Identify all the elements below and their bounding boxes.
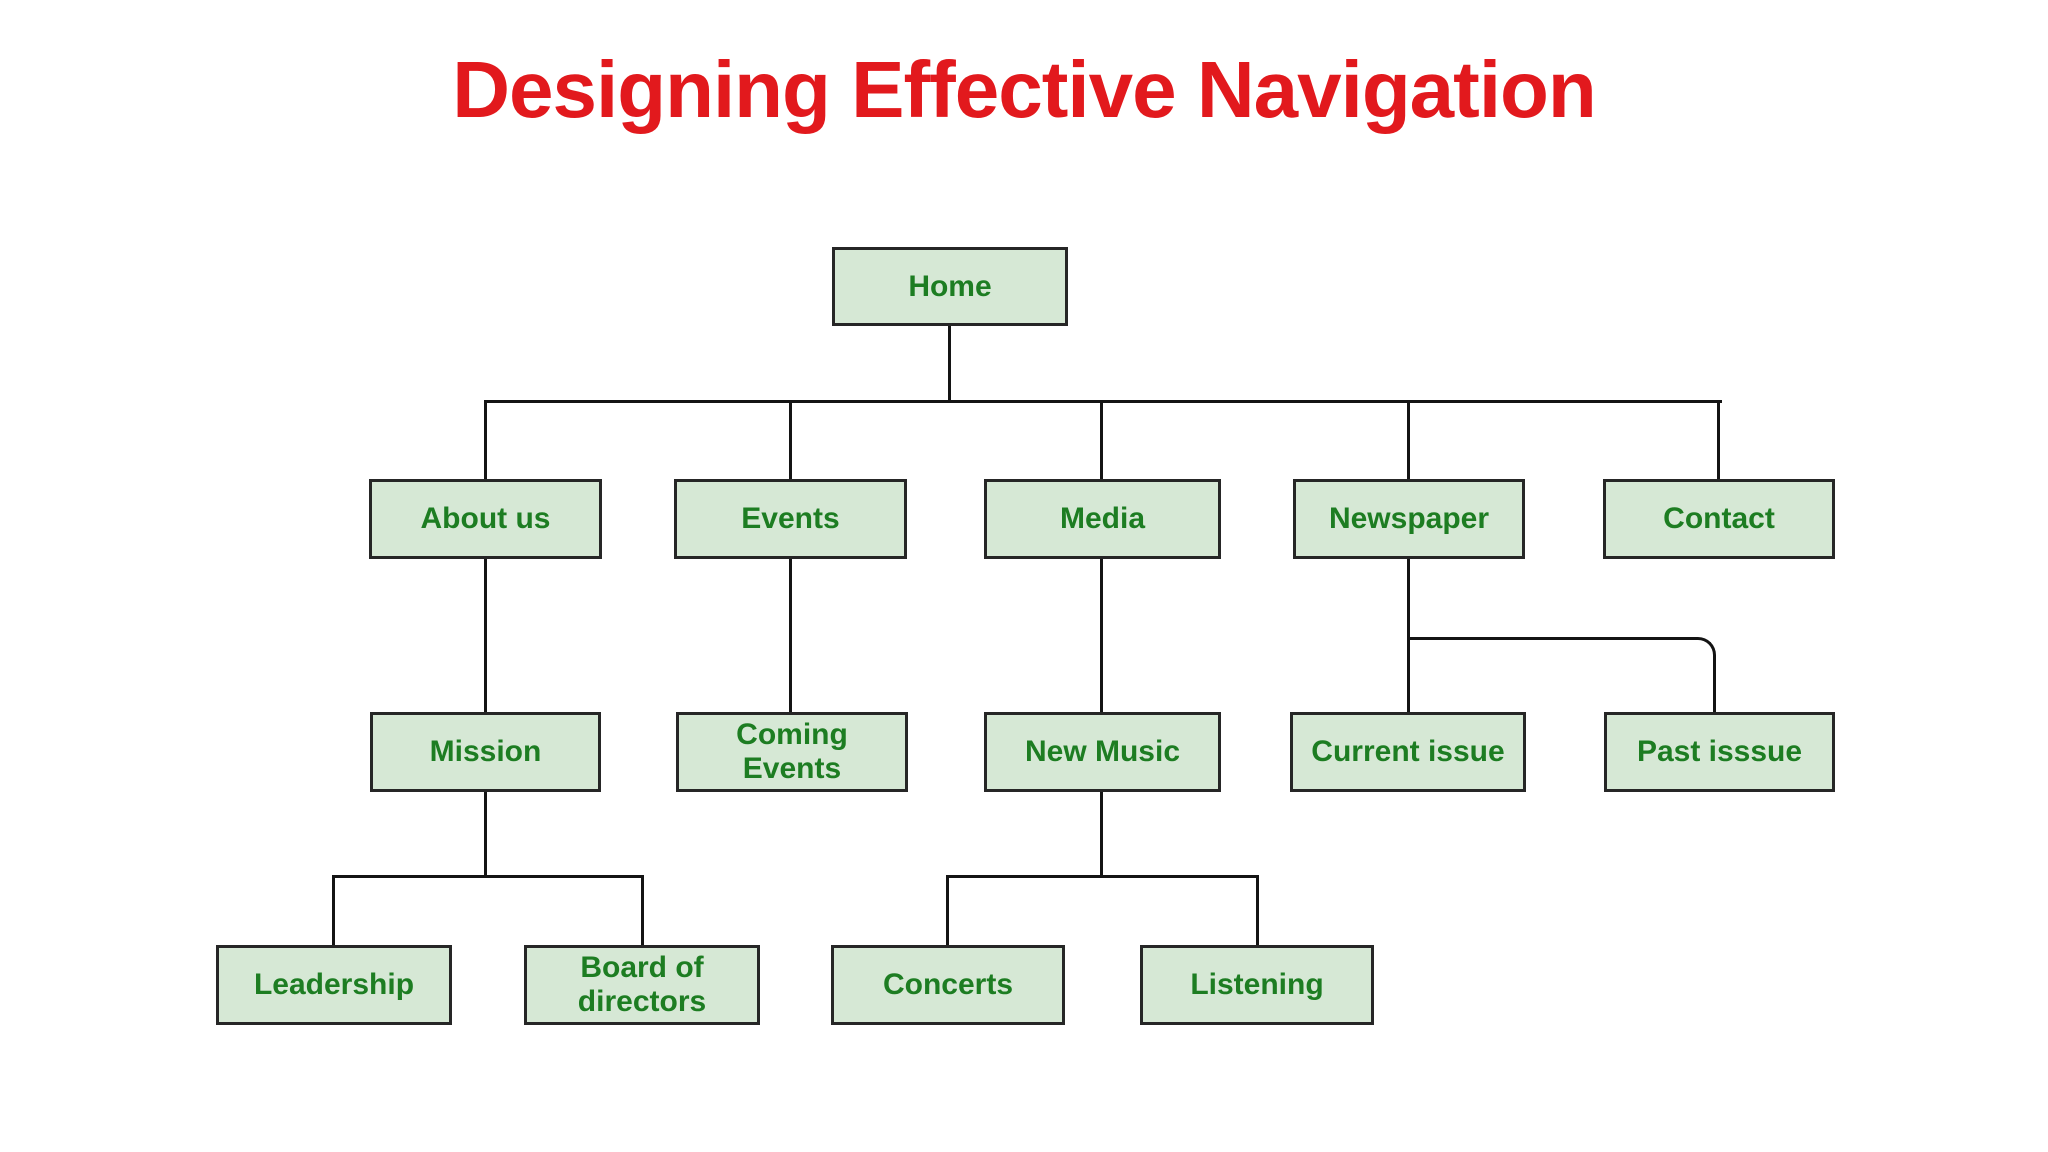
node-board-of-directors-label: Board of directors: [577, 951, 707, 1018]
connector-events-coming: [789, 557, 792, 714]
node-board-of-directors: Board of directors: [524, 945, 760, 1025]
node-concerts-label: Concerts: [882, 968, 1014, 1002]
connector-drop-newspaper: [1407, 400, 1410, 481]
connector-newspaper-current: [1407, 557, 1410, 714]
connector-about-mission: [484, 557, 487, 714]
node-concerts: Concerts: [831, 945, 1065, 1025]
node-listening: Listening: [1140, 945, 1374, 1025]
connector-media-newmusic: [1100, 557, 1103, 714]
connector-newmusic-subrail: [1100, 790, 1103, 878]
connector-subrail-newmusic: [946, 875, 1259, 878]
connector-home-drop: [948, 326, 951, 403]
node-contact-label: Contact: [1663, 502, 1775, 536]
node-current-issue-label: Current issue: [1311, 735, 1505, 769]
node-coming-events: Coming Events: [676, 712, 908, 792]
node-newspaper: Newspaper: [1293, 479, 1525, 559]
connector-drop-media: [1100, 400, 1103, 481]
node-coming-events-label: Coming Events: [736, 718, 848, 785]
node-newspaper-label: Newspaper: [1328, 502, 1490, 536]
connector-newspaper-past-elbow: [1408, 637, 1716, 714]
connector-drop-contact: [1717, 400, 1720, 481]
node-events-label: Events: [741, 502, 840, 536]
node-new-music: New Music: [984, 712, 1221, 792]
node-new-music-label: New Music: [1024, 735, 1181, 769]
node-contact: Contact: [1603, 479, 1835, 559]
node-home: Home: [832, 247, 1068, 326]
node-mission: Mission: [370, 712, 601, 792]
connector-drop-about-us: [484, 400, 487, 481]
connector-drop-listening: [1256, 875, 1259, 947]
node-media: Media: [984, 479, 1221, 559]
node-events: Events: [674, 479, 907, 559]
node-about-us-label: About us: [420, 502, 551, 536]
page-title: Designing Effective Navigation: [452, 45, 1597, 134]
connector-drop-leadership: [332, 875, 335, 947]
node-home-label: Home: [908, 269, 992, 303]
connector-subrail-mission: [332, 875, 644, 878]
node-current-issue: Current issue: [1290, 712, 1526, 792]
node-media-label: Media: [1059, 502, 1146, 536]
node-listening-label: Listening: [1190, 968, 1324, 1002]
node-mission-label: Mission: [429, 735, 542, 769]
node-leadership-label: Leadership: [253, 968, 415, 1002]
node-about-us: About us: [369, 479, 602, 559]
connector-drop-events: [789, 400, 792, 481]
connector-mission-subrail: [484, 790, 487, 878]
connector-drop-concerts: [946, 875, 949, 947]
node-past-issue: Past isssue: [1604, 712, 1835, 792]
connector-drop-board: [641, 875, 644, 947]
connector-top-rail: [484, 400, 1722, 403]
node-leadership: Leadership: [216, 945, 452, 1025]
node-past-issue-label: Past isssue: [1636, 735, 1803, 769]
